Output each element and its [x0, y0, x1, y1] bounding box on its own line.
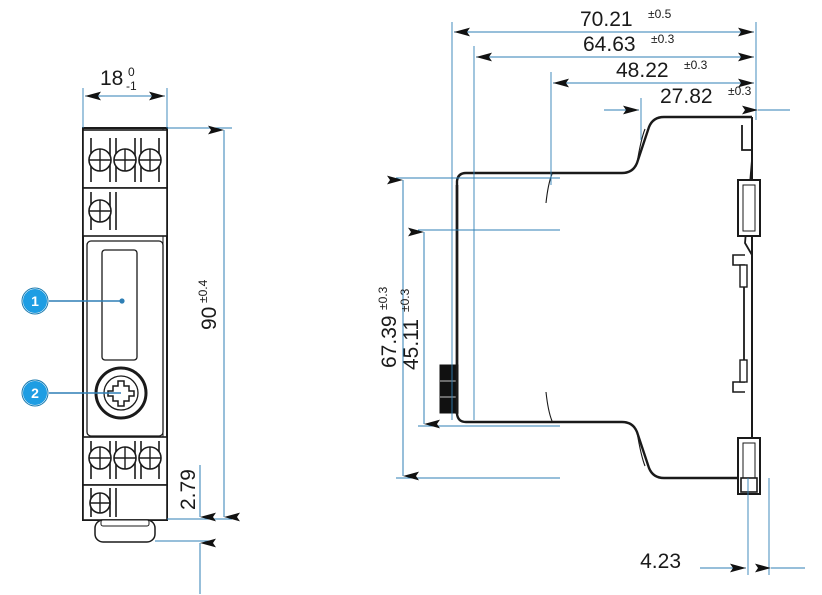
callout-2[interactable]: 2 [21, 379, 121, 407]
dim-4822-value: 48.22 [616, 59, 669, 82]
dim-6463-value: 64.63 [583, 33, 636, 56]
dim-18-lower-tol: -1 [126, 79, 137, 93]
inner-step-relief-bottom [545, 391, 553, 422]
connector-pin-block [439, 364, 459, 414]
dim-4511-tolerance: ±0.3 [398, 288, 412, 312]
dim-7021-value: 70.21 [580, 8, 633, 31]
front-view [82, 127, 168, 543]
terminal-screw [89, 492, 111, 514]
upper-latch-hook [741, 125, 752, 151]
dim-18-value: 18 [100, 67, 123, 90]
display-window [101, 249, 138, 361]
shoulder-relief-bottom [636, 431, 646, 467]
dim-90-value: 90 [198, 307, 221, 330]
shoulder-relief-top [636, 128, 646, 164]
dim-2782-tolerance: ±0.3 [728, 84, 752, 98]
dim-6739-value: 67.39 [378, 315, 401, 368]
dim-6463-tolerance: ±0.3 [651, 32, 675, 46]
terminal-screw [138, 148, 162, 172]
bottom-terminal-block-1way [82, 484, 168, 521]
dim-4822-tolerance: ±0.3 [684, 58, 708, 72]
dim-279-value: 2.79 [177, 469, 200, 510]
top-terminal-block-3way [82, 129, 168, 189]
callout-1-bubble-ring [21, 287, 49, 315]
terminal-screw [113, 148, 137, 172]
callout-1-number: 1 [31, 293, 39, 309]
latch-finger-upper [739, 264, 748, 288]
din-rail-clip [94, 519, 156, 543]
latch-notch-upper [732, 254, 745, 266]
dim-423-value: 4.23 [640, 550, 681, 573]
callout-2-bubble-ring [21, 379, 49, 407]
dim-90-tolerance: ±0.4 [196, 279, 210, 303]
upper-latch-slot [737, 179, 761, 237]
dim-7021-tolerance: ±0.5 [648, 7, 672, 21]
terminal-screw [88, 199, 112, 223]
bottom-terminal-block-3way [82, 436, 168, 486]
terminal-screw [88, 148, 112, 172]
callout-1-dot [119, 298, 125, 304]
side-view-dimensions: 70.21 ±0.5 64.63 ±0.3 48.22 ±0.3 27.82 ±… [376, 7, 805, 575]
dim-6739-tolerance: ±0.3 [376, 286, 390, 310]
release-tab [740, 477, 758, 493]
top-terminal-block-1way [82, 187, 168, 237]
terminal-screw [138, 446, 162, 470]
dim-4511-value: 45.11 [400, 319, 423, 370]
front-view-dimensions: 18 0 -1 90 ±0.4 2.79 [82, 65, 240, 594]
dim-2782-value: 27.82 [660, 85, 713, 108]
terminal-screw [88, 446, 112, 470]
latch-notch-lower [732, 381, 745, 393]
dim-18-upper-tol: 0 [128, 65, 135, 79]
latch-finger-lower [739, 359, 748, 383]
side-view [439, 115, 761, 495]
terminal-screw [113, 446, 137, 470]
callout-1[interactable]: 1 [21, 287, 125, 315]
callout-2-number: 2 [31, 385, 39, 401]
side-housing-outline [455, 115, 752, 480]
